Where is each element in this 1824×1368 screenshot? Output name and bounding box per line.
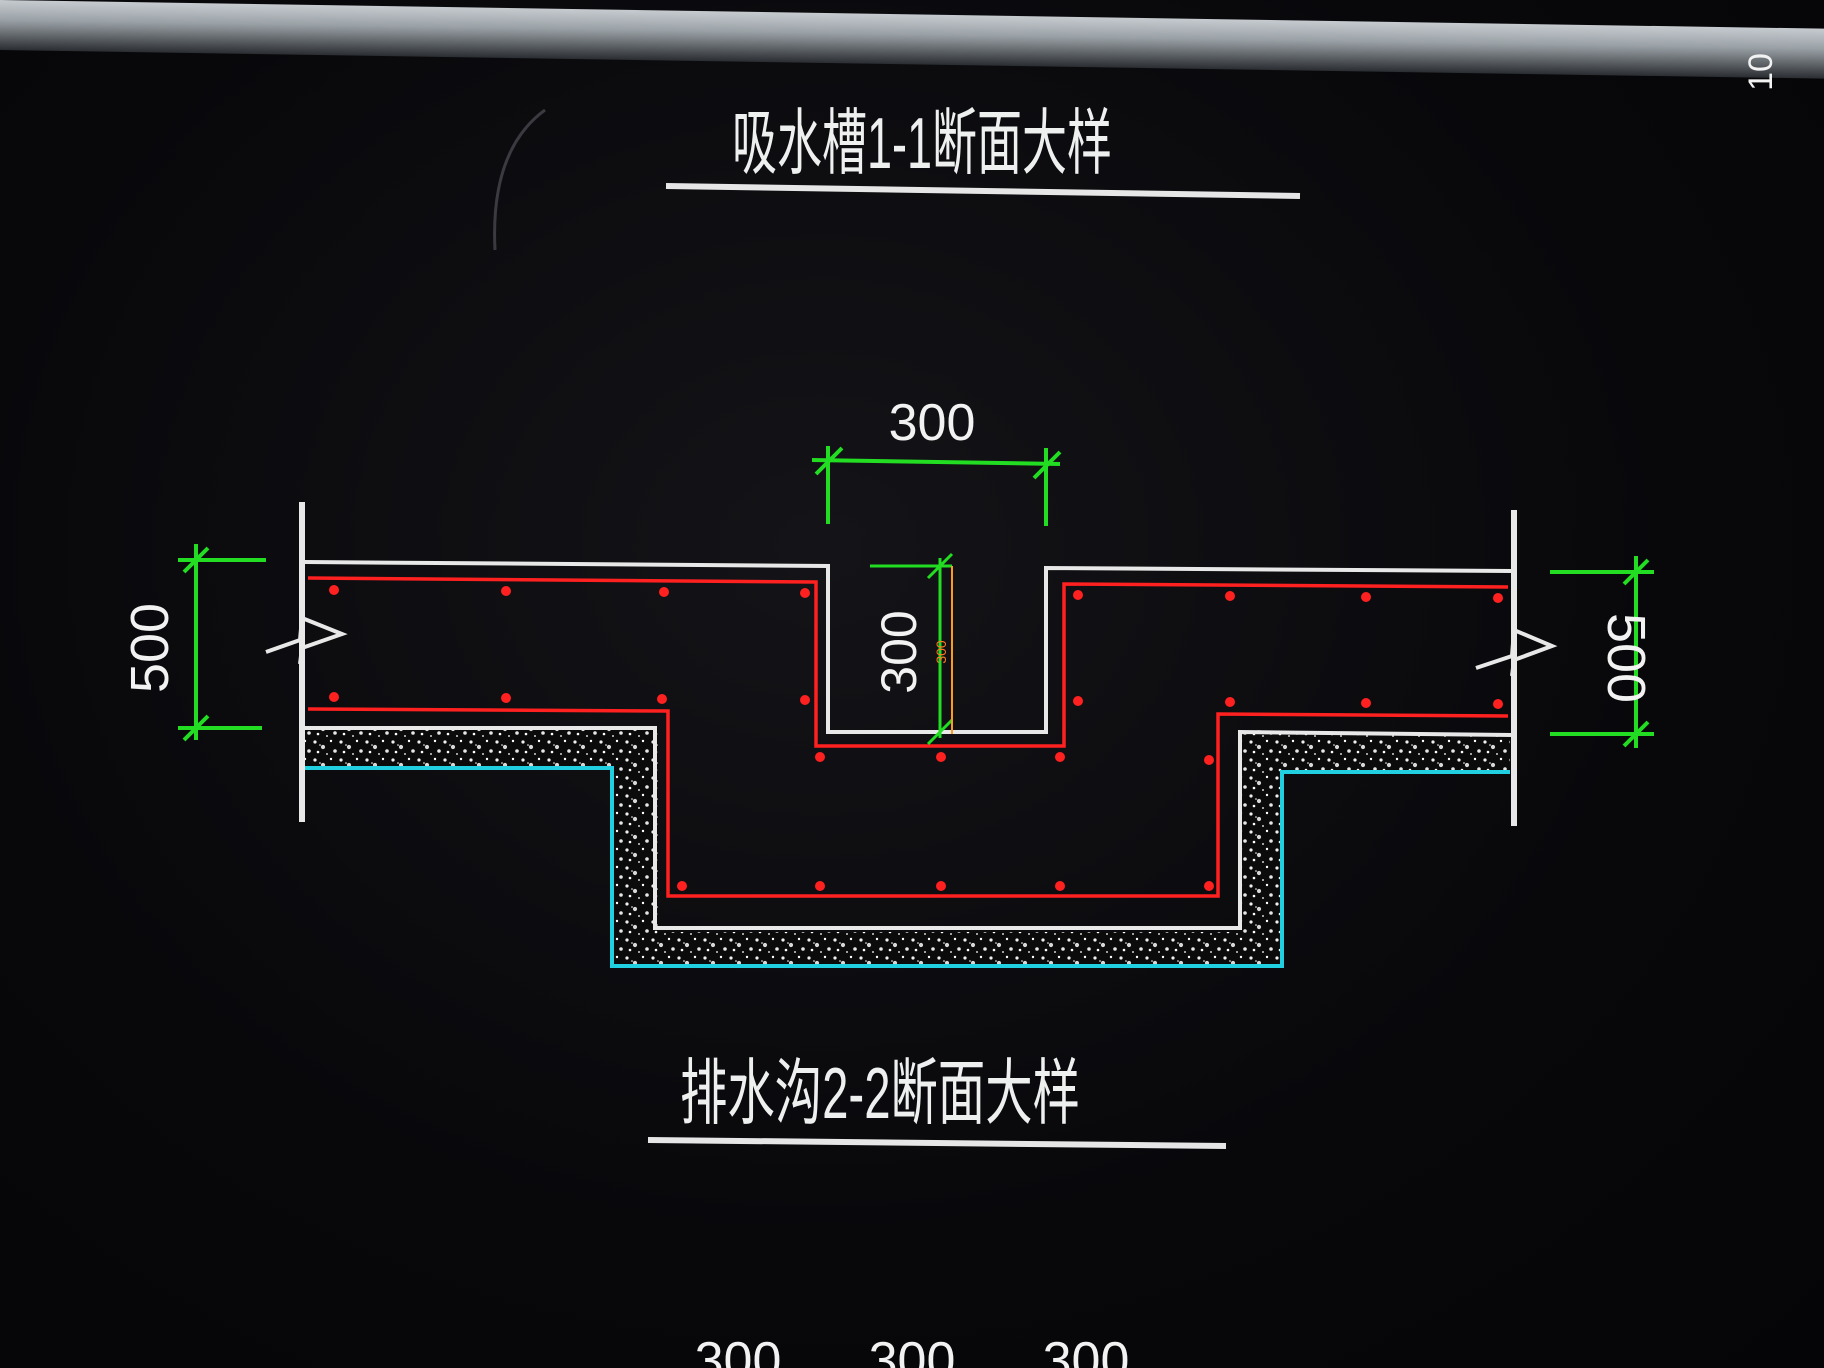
bottom-dimension-label-3: 300 [1043,1332,1130,1368]
section-1-title: 吸水槽1-1断面大样 [732,104,1112,184]
section-2-title: 排水沟2-2断面大样 [680,1054,1080,1134]
dimension-inner-depth-label: 300 [871,610,927,693]
rebar-top [307,576,1509,748]
screen-reflection [493,108,546,251]
base-line [305,766,1510,968]
left-break-symbol [265,615,348,665]
section-1-title-underline [665,183,1301,199]
gravel-bedding [305,728,1510,966]
dimension-top-width [811,446,1062,526]
concrete-top-outline [304,560,1513,734]
dimension-right-height [1550,556,1654,748]
rebar-dots [329,585,1503,891]
dimension-top-width-label: 300 [889,394,976,452]
bottom-dimension-label-2: 300 [869,1332,956,1368]
right-break-symbol [1475,627,1558,677]
corner-label: 10 [1742,53,1780,91]
rebar-bottom [307,707,1509,898]
section-2-title-underline [647,1137,1227,1149]
dimension-left-height-label: 500 [120,603,180,693]
dimension-right-height-label: 500 [1596,613,1656,703]
concrete-bottom-outline [305,726,1513,930]
dimension-inner-depth [870,552,954,746]
dimension-small-depth-label: 300 [933,640,949,664]
dimension-left-height [178,544,266,742]
bottom-dimension-label-1: 300 [695,1332,782,1368]
